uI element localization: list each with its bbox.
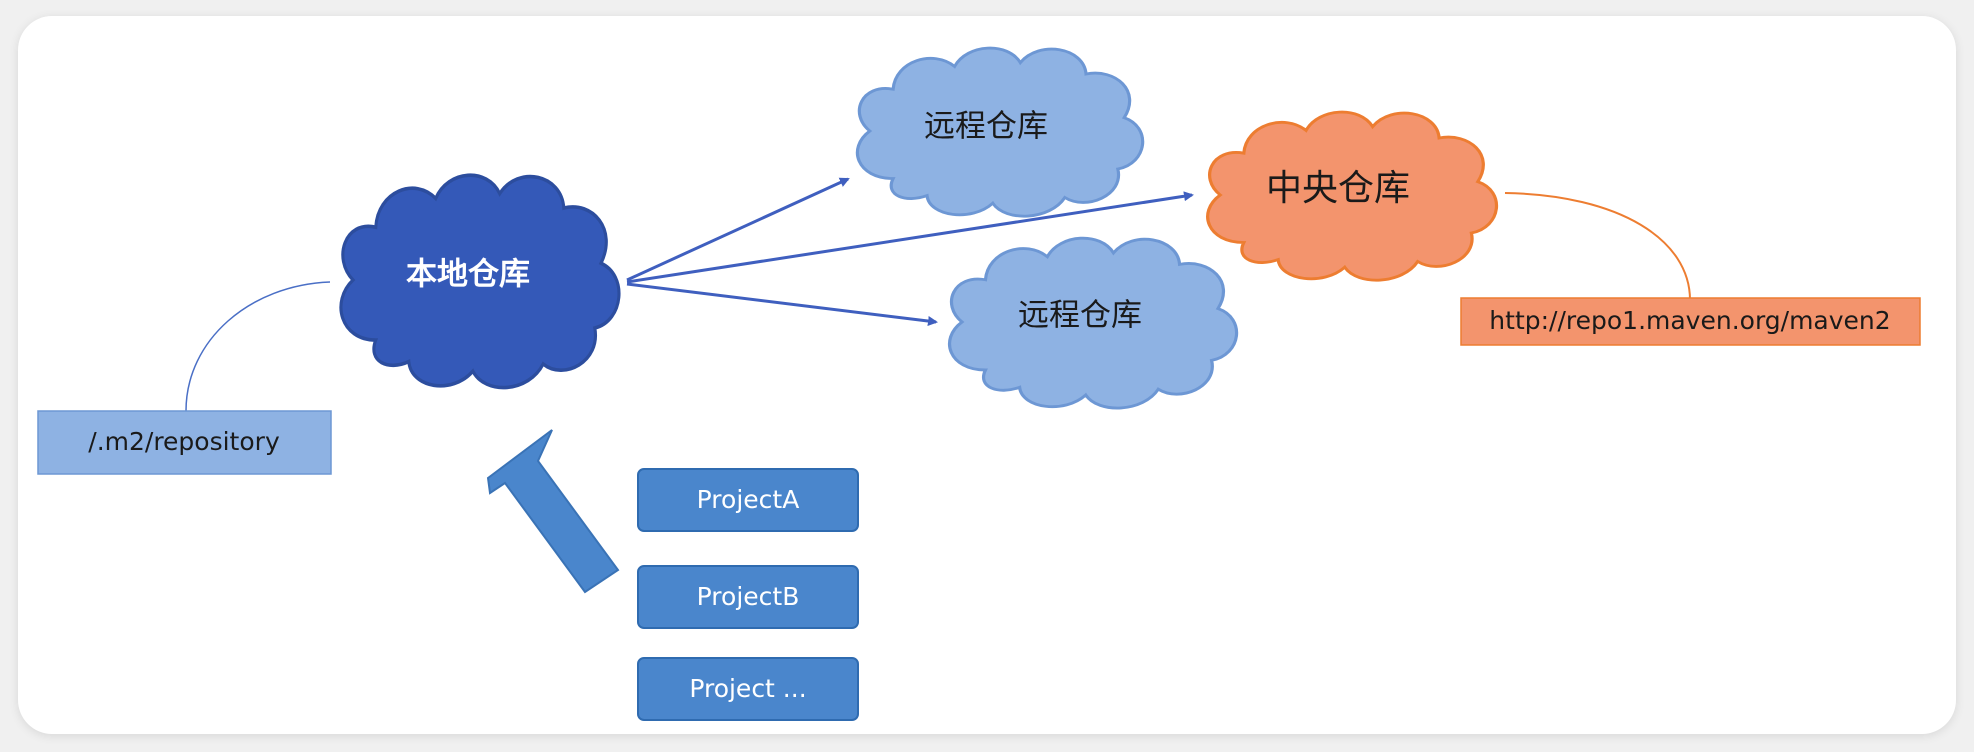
local-repo-label: 本地仓库 — [406, 257, 530, 293]
local-repo-cloud: 本地仓库 — [341, 175, 619, 387]
projects-upload-arrow — [486, 429, 620, 594]
remote-repo-bottom-cloud: 远程仓库 — [950, 238, 1237, 408]
project-more-label: Project ... — [689, 674, 806, 703]
project-b-label: ProjectB — [697, 582, 800, 611]
arrow-to-central — [626, 191, 1194, 284]
remote-repo-bottom-label: 远程仓库 — [1018, 298, 1142, 334]
central-url-box: http://repo1.maven.org/maven2 — [1460, 297, 1921, 346]
arrow-to-remote-bottom — [626, 282, 938, 326]
central-repo-cloud: 中央仓库 — [1208, 112, 1497, 280]
central-repo-label: 中央仓库 — [1266, 168, 1410, 209]
local-path-label: /.m2/repository — [88, 427, 280, 456]
project-box-more: Project ... — [637, 657, 859, 721]
remote-repo-top-cloud: 远程仓库 — [857, 48, 1142, 216]
arrow-to-remote-top — [626, 177, 850, 282]
central-url-label: http://repo1.maven.org/maven2 — [1489, 306, 1890, 335]
central-url-connector — [1504, 192, 1691, 301]
project-box-b: ProjectB — [637, 565, 859, 629]
project-a-label: ProjectA — [697, 485, 800, 514]
local-path-connector — [185, 281, 331, 412]
remote-repo-top-label: 远程仓库 — [924, 109, 1048, 145]
local-path-box: /.m2/repository — [37, 410, 332, 475]
project-box-a: ProjectA — [637, 468, 859, 532]
